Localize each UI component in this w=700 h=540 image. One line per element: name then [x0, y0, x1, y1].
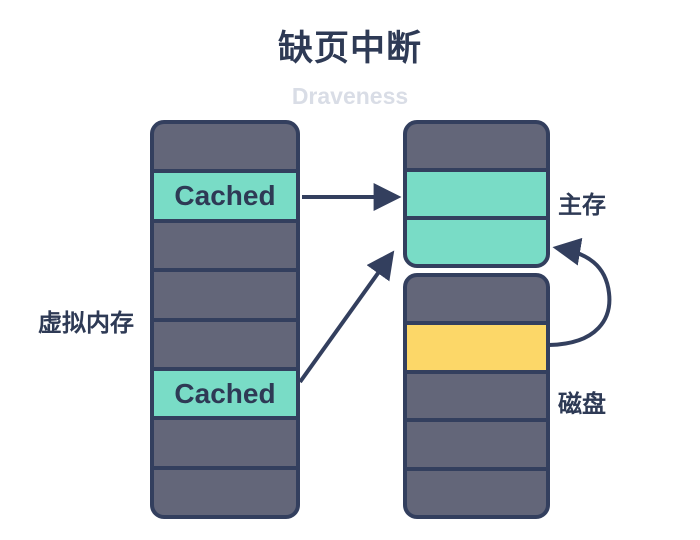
vm-page — [154, 272, 296, 318]
vm-page — [154, 124, 296, 170]
mm-frame-cached — [407, 220, 546, 264]
vm-page — [154, 420, 296, 466]
mm-frame-cached — [407, 172, 546, 216]
vm-page — [154, 222, 296, 269]
disk-to-main-memory-curved-arrow — [548, 237, 612, 347]
diagram-title: 缺页中断 — [277, 29, 422, 68]
vm-page-cached: Cached — [154, 370, 296, 417]
mm-frame — [407, 124, 546, 168]
disk-block — [407, 422, 546, 467]
disk-label: 磁盘 — [558, 391, 606, 418]
watermark-text: Draveness — [291, 83, 409, 109]
main-memory-column — [403, 120, 550, 268]
disk-column — [403, 273, 550, 519]
disk-block-faulted-page — [407, 325, 546, 370]
vm-page-cached: Cached — [154, 173, 296, 219]
disk-block — [407, 373, 546, 419]
disk-block — [407, 470, 546, 515]
disk-block — [407, 277, 546, 322]
main-memory-label: 主存 — [558, 192, 606, 219]
cached-page-to-main-memory-diagonal-arrow — [298, 250, 395, 384]
vm-page — [154, 469, 296, 515]
vm-page — [154, 321, 296, 367]
virtual-memory-label: 虚拟内存 — [38, 310, 134, 337]
